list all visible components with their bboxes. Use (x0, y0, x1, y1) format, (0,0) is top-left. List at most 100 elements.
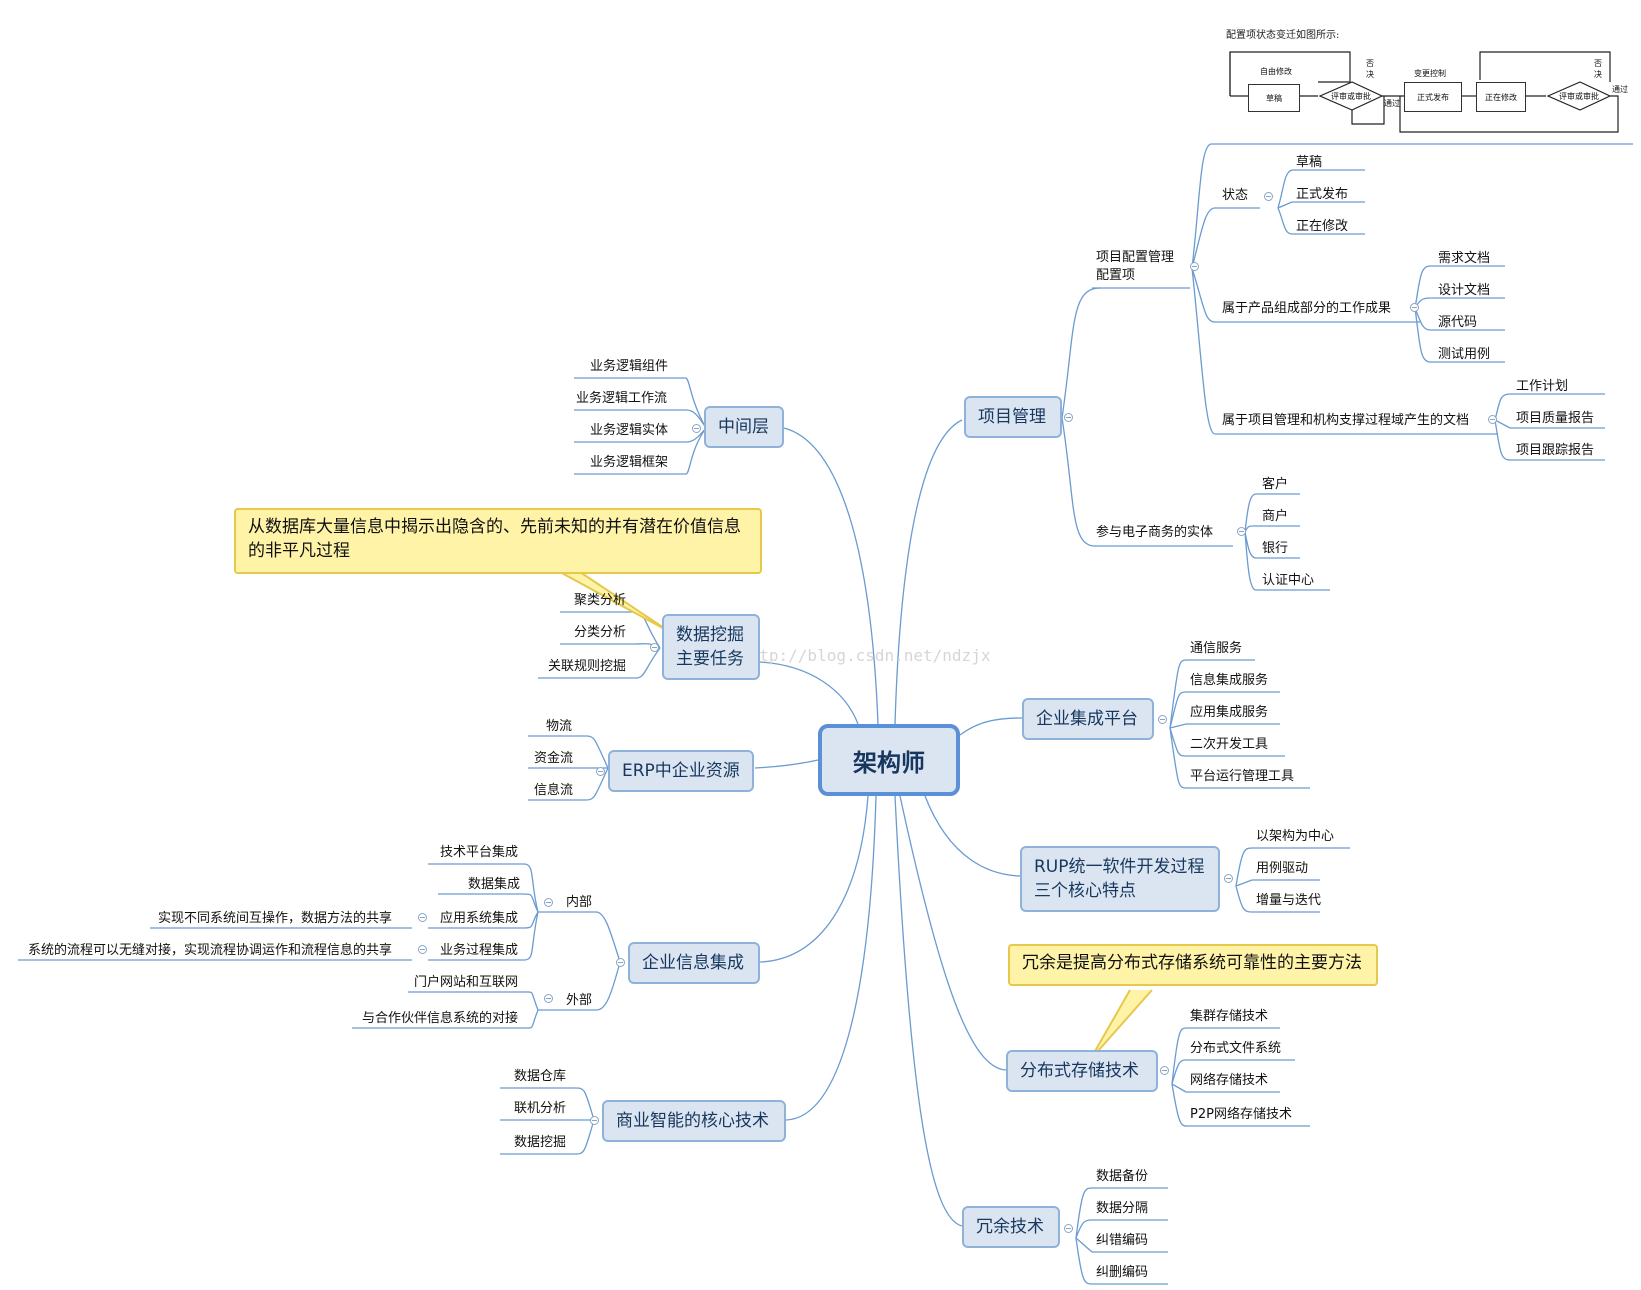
collapse-toggle-icon[interactable] (1160, 1066, 1169, 1075)
rup-item[interactable]: 以架构为中心 (1256, 829, 1335, 844)
middle-layer-item[interactable]: 业务逻辑工作流 (576, 391, 668, 406)
topic-config-item-line1[interactable]: 项目配置管理 (1096, 250, 1175, 265)
collapse-toggle-icon[interactable] (418, 945, 427, 954)
storage-item[interactable]: P2P网络存储技术 (1190, 1107, 1292, 1122)
collapse-toggle-icon[interactable] (544, 898, 553, 907)
topic-data-mining[interactable]: 数据挖掘 主要任务 (662, 614, 760, 680)
collapse-toggle-icon[interactable] (1224, 874, 1233, 883)
collapse-toggle-icon[interactable] (1237, 527, 1246, 536)
collapse-toggle-icon[interactable] (544, 994, 553, 1003)
topic-ecommerce[interactable]: 参与电子商务的实体 (1096, 525, 1214, 540)
topic-status[interactable]: 状态 (1222, 188, 1249, 203)
product-item[interactable]: 设计文档 (1438, 283, 1491, 298)
product-item[interactable]: 测试用例 (1438, 347, 1491, 362)
collapse-toggle-icon[interactable] (1264, 192, 1273, 201)
bi-item[interactable]: 联机分析 (514, 1101, 567, 1116)
topic-bi-core-tech[interactable]: 商业智能的核心技术 (602, 1100, 786, 1142)
internal-item[interactable]: 技术平台集成 (440, 845, 519, 860)
topic-distributed-storage[interactable]: 分布式存储技术 (1006, 1050, 1158, 1092)
link-storage (899, 795, 1007, 1071)
ecommerce-item[interactable]: 认证中心 (1262, 573, 1315, 588)
status-item[interactable]: 正式发布 (1296, 187, 1349, 202)
collapse-toggle-icon[interactable] (1158, 715, 1167, 724)
product-item[interactable]: 源代码 (1438, 315, 1478, 330)
middle-layer-item[interactable]: 业务逻辑组件 (590, 359, 669, 374)
data-mining-item[interactable]: 聚类分析 (574, 593, 627, 608)
collapse-toggle-icon[interactable] (1064, 413, 1073, 422)
rup-item[interactable]: 增量与迭代 (1256, 893, 1322, 908)
middle-layer-item[interactable]: 业务逻辑实体 (590, 423, 669, 438)
platform-item[interactable]: 信息集成服务 (1190, 673, 1269, 688)
link-bi (785, 795, 877, 1121)
collapse-toggle-icon[interactable] (418, 913, 427, 922)
process-item[interactable]: 项目跟踪报告 (1516, 443, 1595, 458)
erp-item[interactable]: 信息流 (534, 783, 574, 798)
redundancy-item[interactable]: 纠删编码 (1096, 1265, 1149, 1280)
platform-item[interactable]: 二次开发工具 (1190, 737, 1269, 752)
state-diagram-caption: 配置项状态变迁如图所示: (1226, 30, 1340, 41)
storage-item[interactable]: 集群存储技术 (1190, 1009, 1269, 1024)
redundancy-item[interactable]: 纠错编码 (1096, 1233, 1149, 1248)
state-modifying-box: 正在修改 (1476, 82, 1526, 112)
collapse-toggle-icon[interactable] (1190, 262, 1199, 271)
callout-redundancy[interactable]: 冗余是提高分布式存储系统可靠性的主要方法 (1008, 944, 1378, 986)
collapse-toggle-icon[interactable] (616, 958, 625, 967)
product-item[interactable]: 需求文档 (1438, 251, 1491, 266)
ecommerce-item[interactable]: 商户 (1262, 509, 1289, 524)
collapse-toggle-icon[interactable] (1410, 303, 1419, 312)
topic-internal[interactable]: 内部 (566, 895, 593, 910)
topic-middle-layer[interactable]: 中间层 (704, 406, 784, 448)
rup-item[interactable]: 用例驱动 (1256, 861, 1309, 876)
external-item[interactable]: 门户网站和互联网 (414, 975, 519, 990)
collapse-toggle-icon[interactable] (692, 424, 701, 433)
app-integration-note[interactable]: 实现不同系统间互操作，数据方法的共享 (158, 911, 393, 926)
topic-external[interactable]: 外部 (566, 993, 593, 1008)
ecommerce-item[interactable]: 客户 (1262, 477, 1289, 492)
topic-enterprise-info-integration[interactable]: 企业信息集成 (628, 942, 760, 984)
state-label-change-control: 变更控制 (1414, 69, 1446, 78)
internal-item[interactable]: 业务过程集成 (440, 943, 519, 958)
topic-redundancy[interactable]: 冗余技术 (962, 1206, 1060, 1248)
status-item[interactable]: 正在修改 (1296, 219, 1349, 234)
data-mining-item[interactable]: 分类分析 (574, 625, 627, 640)
topic-rup-line1: RUP统一软件开发过程 (1034, 857, 1205, 877)
topic-erp[interactable]: ERP中企业资源 (608, 750, 754, 792)
link-eai (759, 795, 869, 963)
platform-item[interactable]: 平台运行管理工具 (1190, 769, 1295, 784)
topic-enterprise-integration-platform[interactable]: 企业集成平台 (1022, 698, 1154, 740)
middle-layer-item[interactable]: 业务逻辑框架 (590, 455, 669, 470)
link-platform (959, 717, 1023, 736)
erp-item[interactable]: 资金流 (534, 751, 574, 766)
collapse-toggle-icon[interactable] (1488, 415, 1497, 424)
internal-item[interactable]: 应用系统集成 (440, 911, 519, 926)
topic-project-management[interactable]: 项目管理 (964, 396, 1062, 438)
collapse-toggle-icon[interactable] (650, 643, 659, 652)
external-item[interactable]: 与合作伙伴信息系统的对接 (362, 1011, 519, 1026)
ecommerce-item[interactable]: 银行 (1262, 541, 1289, 556)
collapse-toggle-icon[interactable] (596, 767, 605, 776)
collapse-toggle-icon[interactable] (1064, 1224, 1073, 1233)
internal-item[interactable]: 数据集成 (468, 877, 521, 892)
platform-item[interactable]: 应用集成服务 (1190, 705, 1269, 720)
platform-item[interactable]: 通信服务 (1190, 641, 1243, 656)
bi-item[interactable]: 数据挖掘 (514, 1135, 567, 1150)
redundancy-item[interactable]: 数据备份 (1096, 1169, 1149, 1184)
collapse-toggle-icon[interactable] (590, 1116, 599, 1125)
bi-item[interactable]: 数据仓库 (514, 1069, 567, 1084)
callout-data-mining[interactable]: 从数据库大量信息中揭示出隐含的、先前未知的并有潜在价值信息的非平凡过程 (234, 508, 762, 574)
storage-item[interactable]: 网络存储技术 (1190, 1073, 1269, 1088)
topic-config-item-line2[interactable]: 配置项 (1096, 268, 1136, 283)
central-topic[interactable]: 架构师 (818, 724, 960, 796)
data-mining-item[interactable]: 关联规则挖掘 (548, 659, 627, 674)
process-integration-note[interactable]: 系统的流程可以无缝对接，实现流程协调运作和流程信息的共享 (28, 943, 393, 958)
topic-data-mining-line2: 主要任务 (676, 649, 744, 669)
topic-product-work[interactable]: 属于产品组成部分的工作成果 (1222, 301, 1392, 316)
topic-rup[interactable]: RUP统一软件开发过程 三个核心特点 (1020, 846, 1220, 912)
redundancy-item[interactable]: 数据分隔 (1096, 1201, 1149, 1216)
erp-item[interactable]: 物流 (546, 719, 573, 734)
process-item[interactable]: 工作计划 (1516, 379, 1569, 394)
status-item[interactable]: 草稿 (1296, 155, 1323, 170)
topic-process-docs[interactable]: 属于项目管理和机构支撑过程域产生的文档 (1222, 413, 1470, 428)
storage-item[interactable]: 分布式文件系统 (1190, 1041, 1282, 1056)
process-item[interactable]: 项目质量报告 (1516, 411, 1595, 426)
